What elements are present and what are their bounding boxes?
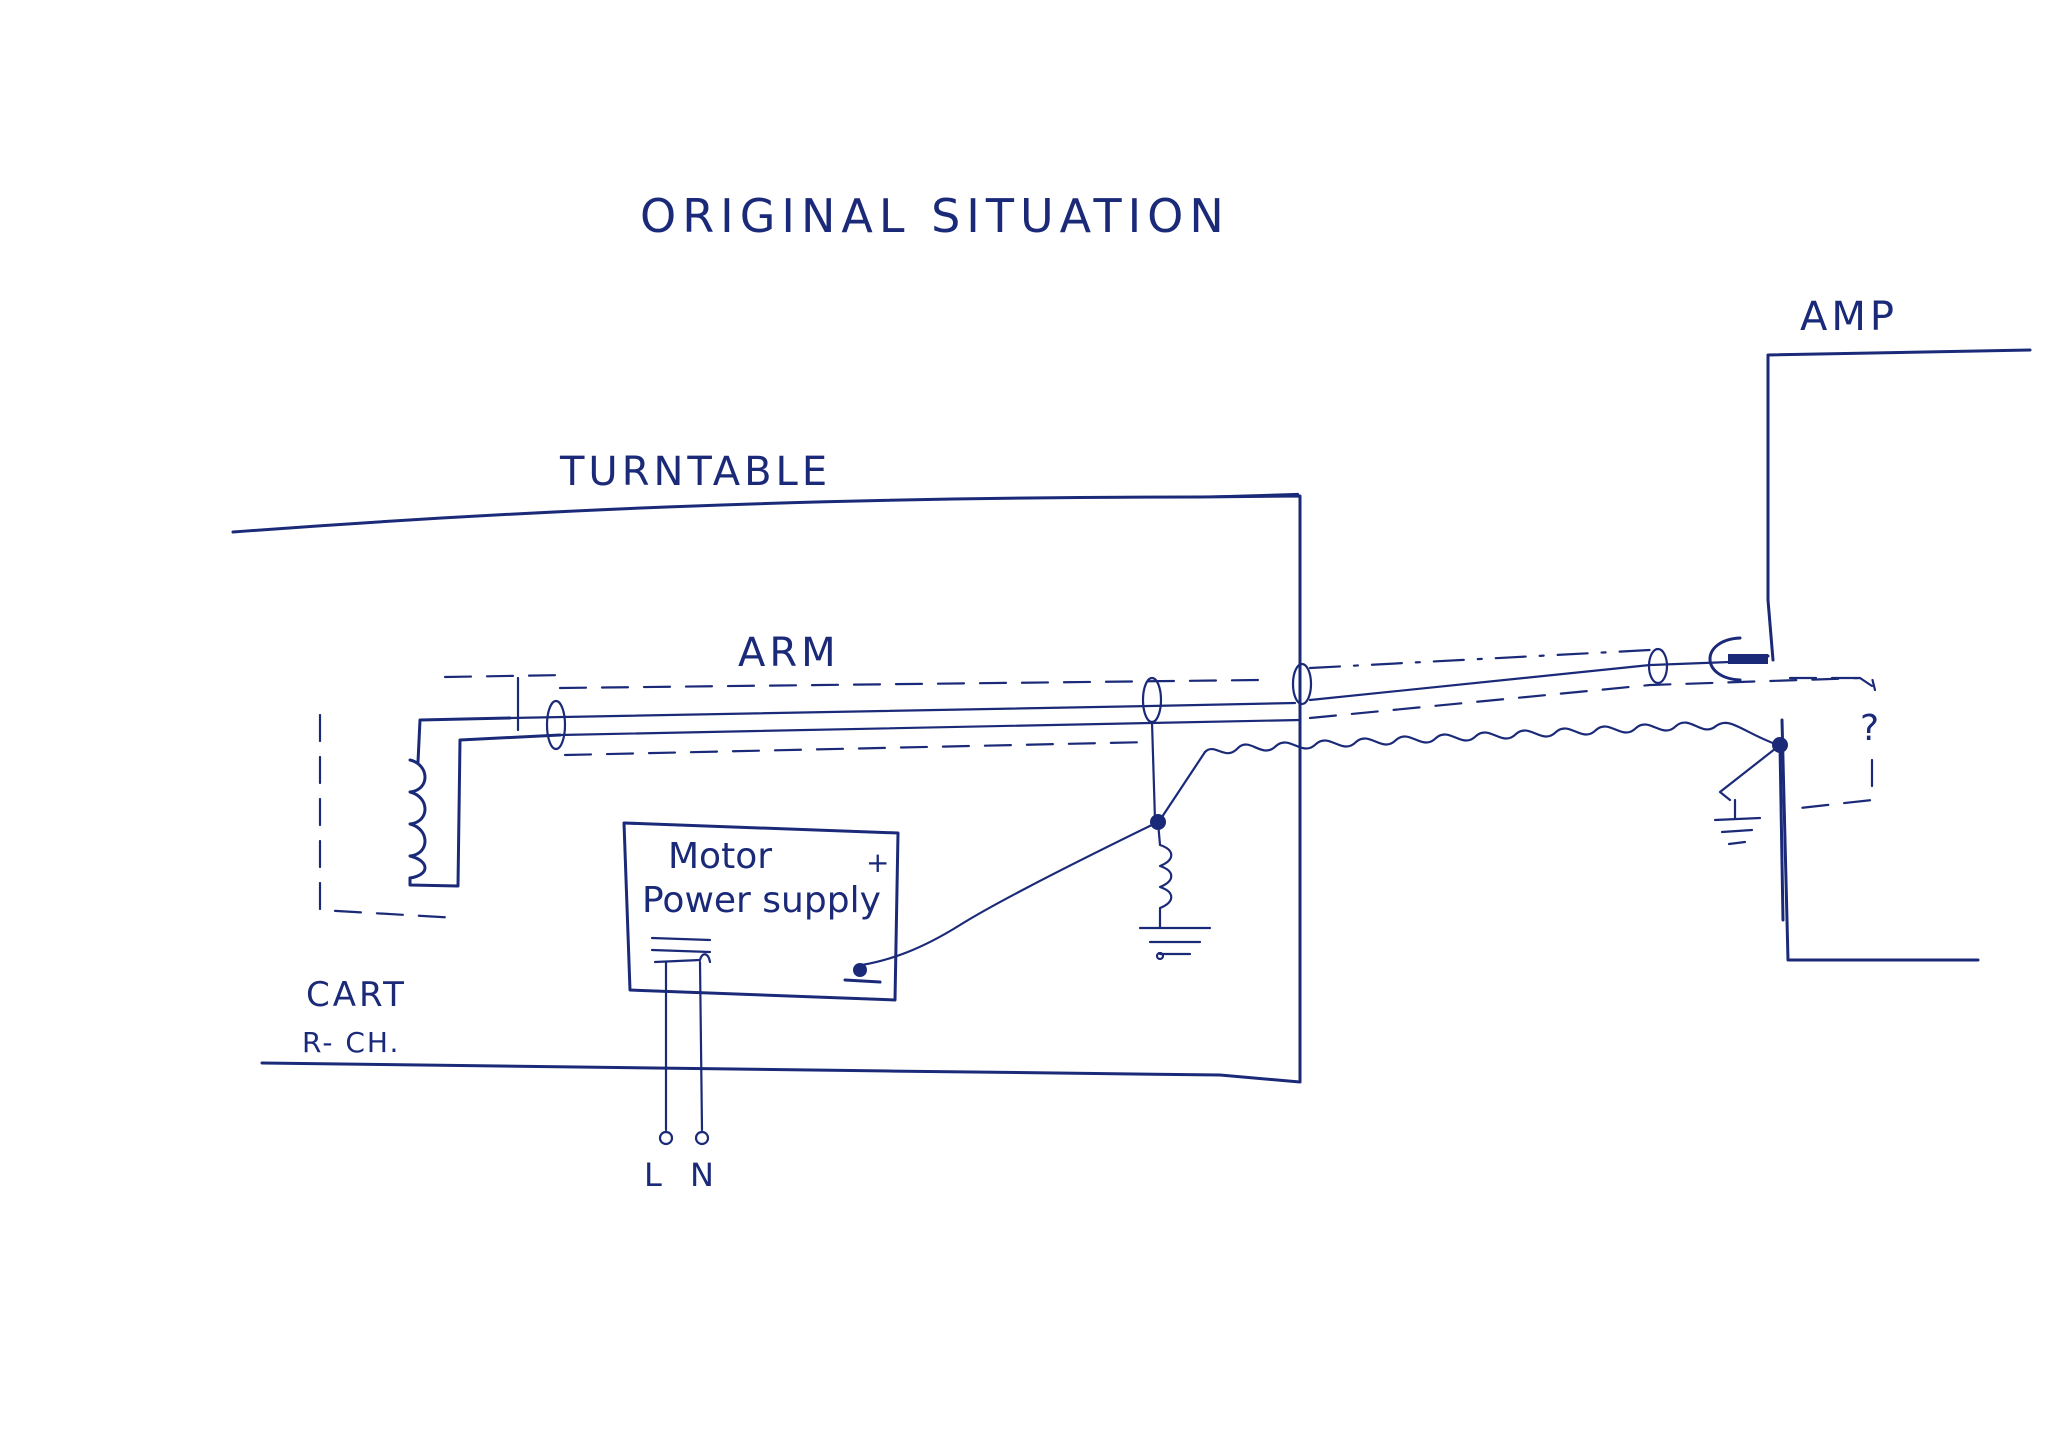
plus-sign: +	[866, 846, 889, 879]
motor-label: Motor	[668, 836, 772, 877]
chassis-ground-icon	[1138, 926, 1212, 961]
ground-wire	[1203, 721, 1780, 755]
arm-signal-wires	[508, 678, 1302, 757]
unknown-connection	[1788, 676, 1877, 810]
cart-label: CART	[306, 975, 407, 1015]
cartridge-shield	[318, 673, 567, 920]
neutral-terminal-label: N	[690, 1156, 714, 1194]
mains-leads	[658, 960, 710, 1146]
question-mark: ?	[1860, 708, 1879, 749]
turntable-enclosure	[231, 492, 1302, 1084]
arm-label: ARM	[738, 630, 840, 676]
channel-label: R- CH.	[302, 1026, 400, 1059]
diagram-title: ORIGINAL SITUATION	[640, 189, 1230, 243]
interconnect-cable	[1308, 648, 1874, 720]
turntable-label: TURNTABLE	[559, 449, 831, 495]
power-supply-label: Power supply	[642, 880, 881, 921]
amp-enclosure	[1766, 348, 2032, 962]
line-terminal-label: L	[644, 1156, 662, 1194]
cartridge-coil	[408, 716, 562, 888]
rca-plug-icon	[1708, 636, 1770, 682]
psu-ground-wire	[860, 820, 1160, 967]
amp-label: AMP	[1800, 294, 1898, 340]
amp-ground-junction	[1713, 737, 1788, 922]
motor-power-supply	[622, 821, 900, 1002]
